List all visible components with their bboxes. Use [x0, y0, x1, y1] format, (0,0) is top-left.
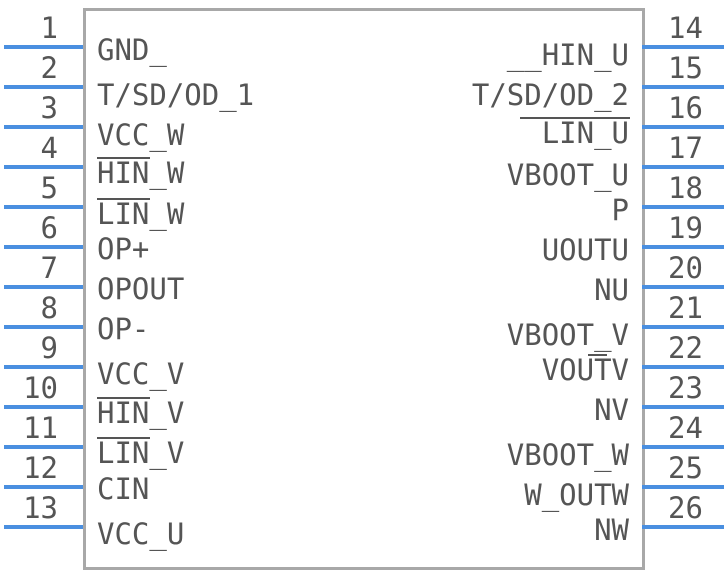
pin-10-number: 10	[23, 371, 58, 405]
pin-11-line	[4, 445, 83, 449]
pin-16-line	[642, 125, 724, 129]
pin-14-line	[642, 45, 724, 49]
pin-26-label: NW	[594, 513, 629, 547]
pin-20-number: 20	[668, 251, 703, 285]
pin-3-number: 3	[40, 91, 58, 125]
pin-16-label: LIN_U	[541, 116, 629, 150]
pin-17-label: VBOOT_U	[506, 158, 629, 192]
pin-11-label: LIN_V	[97, 436, 185, 470]
pin-21-label: VBOOT_V	[506, 318, 629, 352]
pin-24-line	[642, 445, 724, 449]
pin-4-label: HIN_W	[97, 156, 185, 190]
pin-7-label: OPOUT	[97, 272, 185, 306]
pin-10-line	[4, 405, 83, 409]
pin-15-line	[642, 85, 724, 89]
pin-7-number: 7	[40, 251, 58, 285]
pin-9-label: VCC_V	[97, 357, 185, 391]
pin-26-line	[642, 525, 724, 529]
pin-23-number: 23	[668, 371, 703, 405]
pin-18-number: 18	[668, 171, 703, 205]
pin-20-label: NU	[594, 273, 629, 307]
pin-21-line	[642, 325, 724, 329]
pin-15-number: 15	[668, 51, 703, 85]
pin-8-line	[4, 325, 83, 329]
pin-21-number: 21	[668, 291, 703, 325]
pin-10-label: HIN_V	[97, 396, 185, 430]
pin-26-number: 26	[668, 491, 703, 525]
pin-11-number: 11	[23, 411, 58, 445]
pin-6-label: OP+	[97, 232, 150, 266]
pin-22-label: VOUTV	[541, 353, 629, 387]
pin-13-number: 13	[23, 491, 58, 525]
pin-8-number: 8	[40, 291, 58, 325]
pin-6-number: 6	[40, 211, 58, 245]
pin-17-line	[642, 165, 724, 169]
pin-5-number: 5	[40, 171, 58, 205]
pin-9-line	[4, 365, 83, 369]
pin-2-number: 2	[40, 51, 58, 85]
pin-19-number: 19	[668, 211, 703, 245]
pin-16-overbar	[520, 117, 630, 119]
pin-7-line	[4, 285, 83, 289]
pin-4-overbar	[97, 157, 150, 159]
pin-25-label: W_OUTW	[524, 478, 629, 512]
pin-17-number: 17	[668, 131, 703, 165]
pin-13-line	[4, 525, 83, 529]
pin-6-line	[4, 245, 83, 249]
pin-19-line	[642, 245, 724, 249]
pin-5-overbar	[97, 198, 150, 200]
pin-4-number: 4	[40, 131, 58, 165]
pin-19-label: UOUTU	[541, 233, 629, 267]
pin-8-label: OP-	[97, 312, 150, 346]
pin-1-label: GND_	[97, 33, 167, 67]
pin-5-label: LIN_W	[97, 197, 185, 231]
pin-3-line	[4, 125, 83, 129]
pin-14-label: __HIN_U	[506, 38, 629, 72]
pin-4-line	[4, 165, 83, 169]
pin-22-number: 22	[668, 331, 703, 365]
pin-16-number: 16	[668, 91, 703, 125]
pin-23-label: NV	[594, 393, 629, 427]
pin-12-label: CIN	[97, 472, 150, 506]
pin-25-line	[642, 485, 724, 489]
pin-15-label: T/SD/OD_2	[471, 78, 629, 112]
pin-5-line	[4, 205, 83, 209]
pin-1-line	[4, 45, 83, 49]
pin-22-overbar	[588, 354, 607, 356]
pin-25-number: 25	[668, 451, 703, 485]
pin-2-line	[4, 85, 83, 89]
pin-24-label: VBOOT_W	[506, 438, 629, 472]
pin-24-number: 24	[668, 411, 703, 445]
pin-23-line	[642, 405, 724, 409]
pin-14-number: 14	[668, 11, 703, 45]
pin-3-label: VCC_W	[97, 118, 185, 152]
pin-10-overbar	[97, 397, 150, 399]
pin-1-number: 1	[40, 11, 58, 45]
pin-20-line	[642, 285, 724, 289]
pin-22-line	[642, 365, 724, 369]
pin-12-line	[4, 485, 83, 489]
pin-13-label: VCC_U	[97, 517, 185, 551]
pin-2-label: T/SD/OD_1	[97, 78, 255, 112]
pin-12-number: 12	[23, 451, 58, 485]
pin-9-number: 9	[40, 331, 58, 365]
pin-11-overbar	[97, 437, 150, 439]
pin-18-line	[642, 205, 724, 209]
pin-18-label: P	[611, 193, 629, 227]
ic-body-outline	[83, 8, 645, 570]
